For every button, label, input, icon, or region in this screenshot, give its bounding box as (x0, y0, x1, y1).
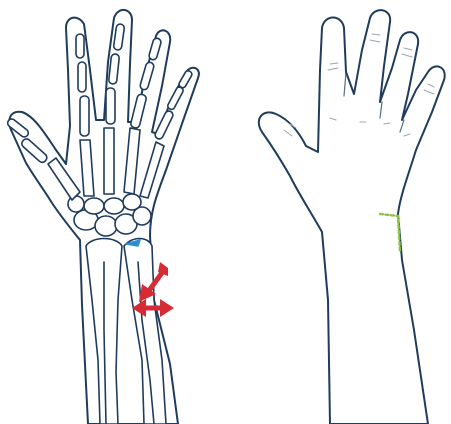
right-hand-outline (259, 10, 445, 424)
skeletal-hand-figure (6, 10, 199, 424)
surface-hand-figure (259, 10, 445, 424)
